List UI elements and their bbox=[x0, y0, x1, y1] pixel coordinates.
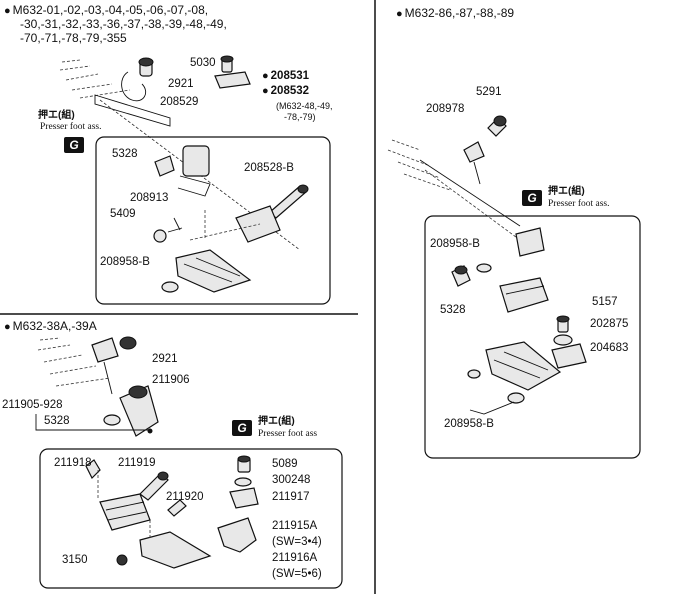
part-208532-note-2: -78,-79) bbox=[284, 112, 316, 122]
part-label-211920: 211920 bbox=[166, 491, 204, 503]
section-c-assy-jp: 押エ(組) bbox=[548, 186, 585, 197]
part-label-211916a: 211916A bbox=[272, 552, 318, 564]
part-label-211917: 211917 bbox=[272, 491, 310, 503]
part-211916a-sw: (SW=5•6) bbox=[272, 568, 322, 580]
section-a-header-line-2: -30,-31,-32,-33,-36,-37,-38,-39,-48,-49, bbox=[20, 17, 227, 31]
part-label-204683: 204683 bbox=[590, 342, 629, 354]
section-c-g-badge: G bbox=[522, 190, 542, 206]
part-label-211915a: 211915A bbox=[272, 520, 318, 532]
part-label-211919: 211919 bbox=[118, 457, 156, 469]
part-label-5328-c: 5328 bbox=[440, 304, 466, 316]
section-a-header-line-1: M632-01,-02,-03,-04,-05,-06,-07,-08, bbox=[4, 4, 208, 18]
section-a-assy-jp: 押エ(組) bbox=[38, 110, 75, 121]
part-label-5291: 5291 bbox=[476, 86, 502, 98]
section-a-header-line-3: -70,-71,-78,-79,-355 bbox=[20, 31, 127, 45]
part-label-208531: 208531 bbox=[262, 70, 309, 83]
part-label-5328-b: 5328 bbox=[44, 415, 70, 427]
section-c-assy-en: Presser foot ass. bbox=[548, 199, 610, 209]
part-label-211905: 211905-928 bbox=[2, 399, 63, 411]
part-label-208958-b-top: 208958-B bbox=[430, 238, 480, 250]
section-c-header: M632-86,-87,-88,-89 bbox=[396, 7, 514, 21]
part-label-5409: 5409 bbox=[110, 208, 136, 220]
part-label-2921-b: 2921 bbox=[152, 353, 178, 365]
section-a-assy-en: Presser foot ass. bbox=[40, 122, 102, 132]
part-label-2921: 2921 bbox=[168, 78, 194, 90]
part-211915a-sw: (SW=3•4) bbox=[272, 536, 322, 548]
part-label-202875: 202875 bbox=[590, 318, 629, 330]
part-label-5157: 5157 bbox=[592, 296, 618, 308]
section-b-header: M632-38A,-39A bbox=[4, 320, 97, 334]
part-label-208978: 208978 bbox=[426, 103, 465, 115]
part-label-5089: 5089 bbox=[272, 458, 298, 470]
part-label-3150: 3150 bbox=[62, 554, 88, 566]
part-208532-note-1: (M632-48,-49, bbox=[276, 101, 333, 111]
section-b-assy-en: Presser foot ass bbox=[258, 429, 318, 439]
part-label-5328: 5328 bbox=[112, 148, 138, 160]
part-label-208958-b: 208958-B bbox=[100, 256, 150, 268]
part-label-211918: 211918 bbox=[54, 457, 92, 469]
part-label-208913: 208913 bbox=[130, 192, 169, 204]
part-label-300248: 300248 bbox=[272, 474, 311, 486]
part-label-211906: 211906 bbox=[152, 374, 190, 386]
part-label-208529: 208529 bbox=[160, 96, 199, 108]
section-b-drawing bbox=[35, 336, 343, 589]
section-b-g-badge: G bbox=[232, 420, 252, 436]
section-b-assy-jp: 押エ(組) bbox=[258, 416, 295, 427]
section-a-drawing bbox=[59, 55, 331, 305]
part-label-208532: 208532 bbox=[262, 85, 309, 98]
part-label-208958-b-bottom: 208958-B bbox=[444, 418, 494, 430]
part-label-5030: 5030 bbox=[190, 57, 216, 69]
section-a-g-badge: G bbox=[64, 137, 84, 153]
section-c-drawing bbox=[387, 115, 641, 459]
part-label-208528-b: 208528-B bbox=[244, 162, 294, 174]
